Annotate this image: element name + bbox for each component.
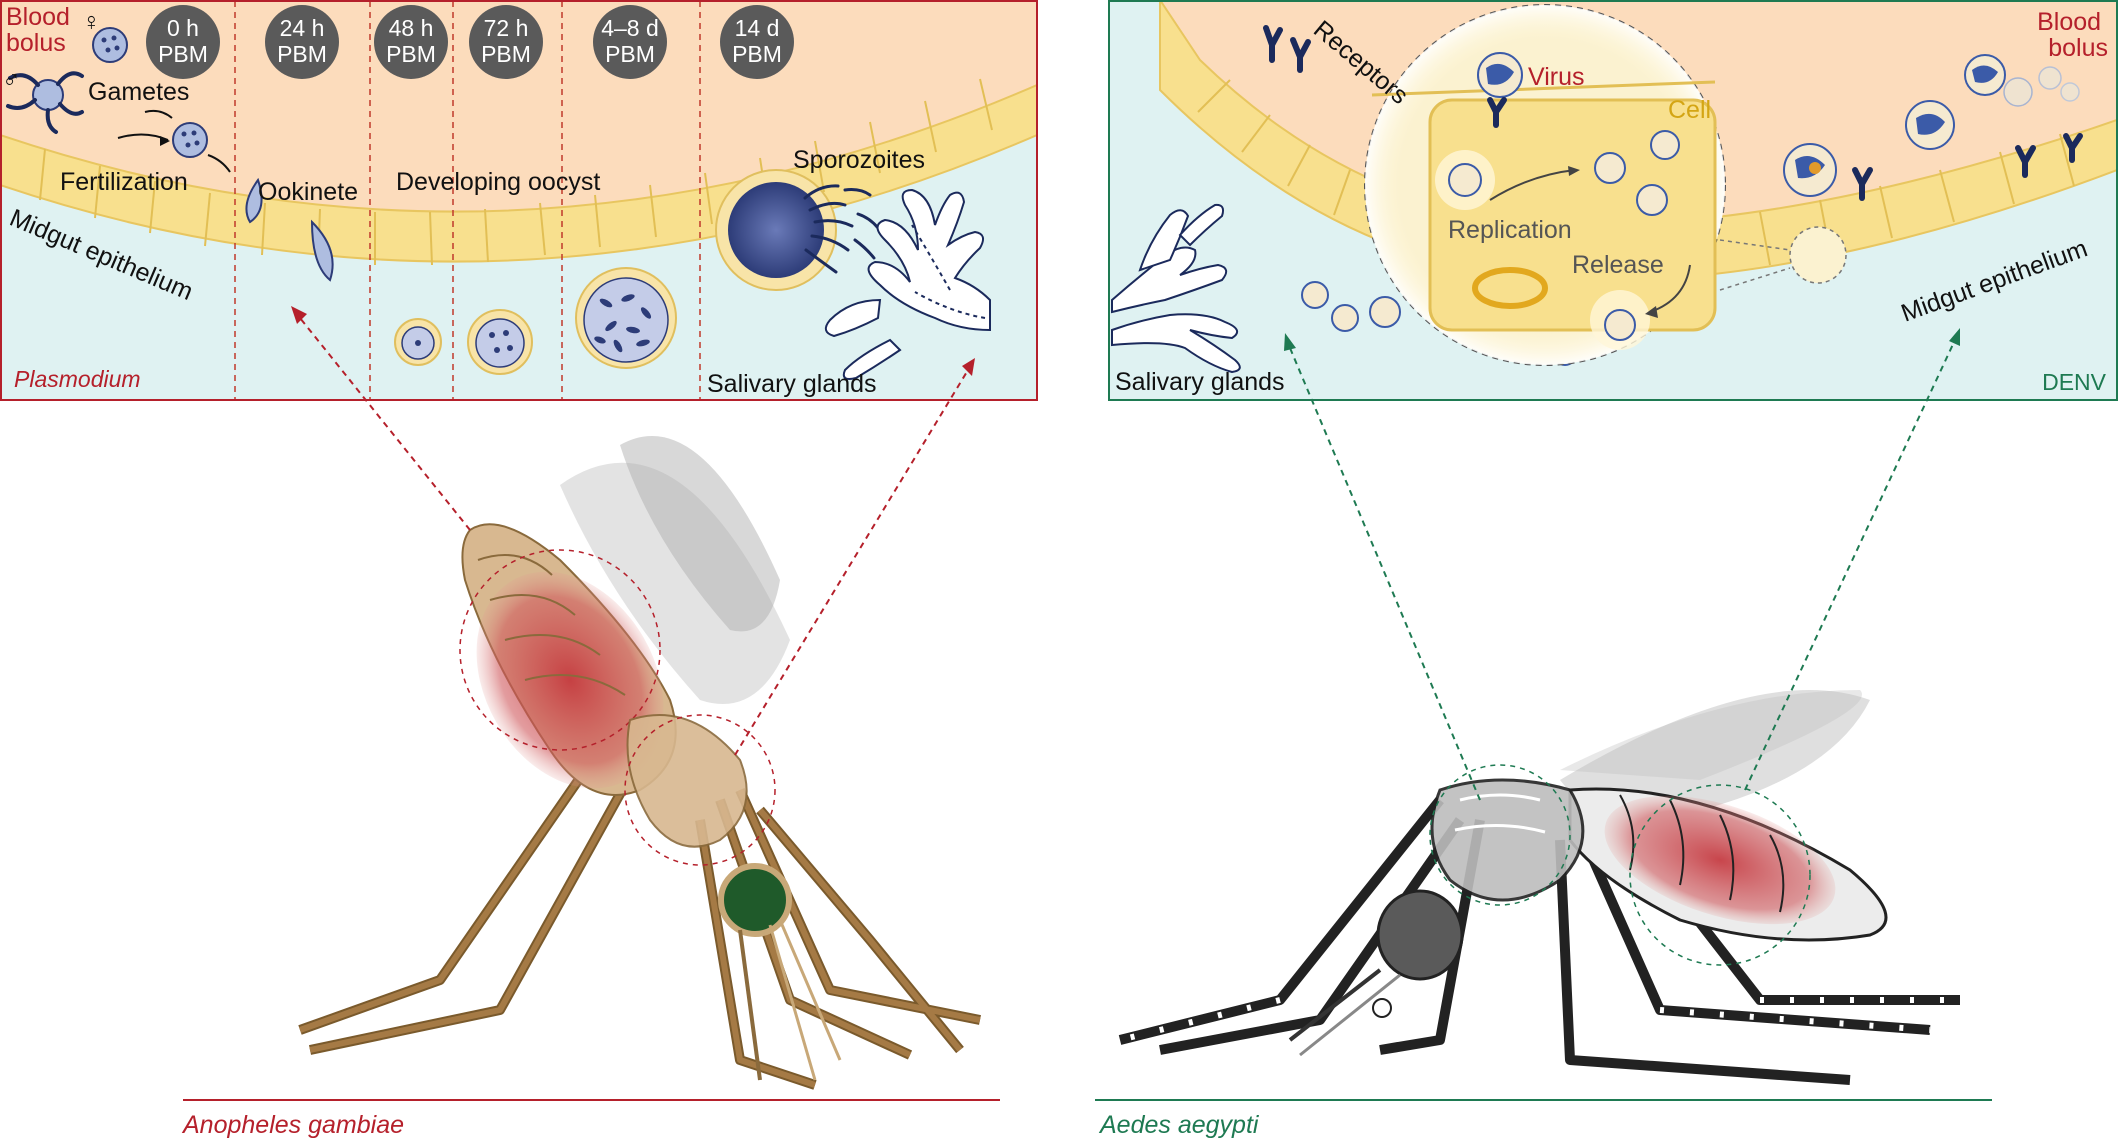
anopheles-species-label: Anopheles gambiae	[181, 1111, 404, 1139]
stage-badge-48h: 48 h PBM	[374, 5, 448, 79]
cell-zoom-circle	[1364, 4, 1726, 366]
svg-text:72 h: 72 h	[484, 15, 529, 41]
anopheles-arrows	[299, 317, 969, 756]
anopheles-mosquito	[298, 436, 981, 1090]
mature-oocyst	[715, 169, 880, 291]
female-gamete	[92, 27, 128, 63]
oocyst-4-8d	[575, 267, 677, 369]
blood-bolus-right-line-2: bolus	[2048, 34, 2108, 62]
aedes-species-label: Aedes aegypti	[1098, 1111, 1260, 1139]
virus-label: Virus	[1528, 63, 1585, 91]
svg-text:14 d: 14 d	[735, 15, 780, 41]
blood-bolus-label-right: Blood bolus	[2037, 8, 2108, 62]
replication-label: Replication	[1448, 216, 1572, 244]
zygote	[172, 122, 208, 158]
plasmodium-label: Plasmodium	[14, 366, 141, 392]
male-gamete	[6, 71, 84, 134]
stage-badges: 0 h PBM 24 h PBM 48 h PBM 72 h PBM 4–8 d	[146, 5, 794, 79]
plasmodium-panel-frame	[0, 0, 1038, 401]
sporozoites-label: Sporozoites	[793, 146, 925, 174]
male-symbol: ♂	[2, 66, 21, 94]
salivary-glands-label-left: Salivary glands	[707, 370, 877, 398]
blood-bolus-line-2: bolus	[6, 29, 66, 57]
aedes-mosquito	[1118, 690, 1960, 1085]
denv-panel-frame	[1108, 0, 2118, 401]
svg-text:PBM: PBM	[158, 41, 208, 67]
svg-text:PBM: PBM	[386, 41, 436, 67]
stage-badge-14d: 14 d PBM	[720, 5, 794, 79]
zoom-origin-circle	[1789, 226, 1847, 284]
stage-badge-72h: 72 h PBM	[469, 5, 543, 79]
release-label: Release	[1572, 251, 1664, 279]
virions-hemolymph	[1301, 281, 1577, 366]
blood-bolus-line-1: Blood	[6, 3, 70, 31]
svg-text:4–8 d: 4–8 d	[601, 15, 659, 41]
svg-text:PBM: PBM	[732, 41, 782, 67]
cell-label: Cell	[1668, 96, 1711, 124]
stage-badge-0h: 0 h PBM	[146, 5, 220, 79]
stage-badge-24h: 24 h PBM	[265, 5, 339, 79]
virions-blood	[1783, 54, 2080, 197]
salivary-gland-right	[1111, 203, 1241, 374]
denv-label: DENV	[2042, 369, 2107, 395]
salivary-glands-label-right: Salivary glands	[1115, 368, 1285, 396]
svg-text:24 h: 24 h	[280, 15, 325, 41]
gametes-label: Gametes	[88, 78, 189, 106]
aedes-arrows	[1289, 339, 1956, 801]
svg-text:PBM: PBM	[277, 41, 327, 67]
blood-bolus-right-line-1: Blood	[2037, 8, 2101, 36]
blood-bolus-label-left: Blood bolus	[6, 3, 77, 57]
salivary-gland-left	[824, 188, 991, 380]
ookinete-label: Ookinete	[258, 178, 358, 206]
denv-panel: Receptors Virus Cell Replication Release…	[1109, 1, 2117, 400]
plasmodium-panel: 0 h PBM 24 h PBM 48 h PBM 72 h PBM 4–8 d	[1, 1, 1037, 400]
oocyst-48h	[394, 318, 442, 366]
svg-text:48 h: 48 h	[389, 15, 434, 41]
oocyst-72h	[467, 309, 533, 375]
stage-badge-4-8d: 4–8 d PBM	[593, 5, 667, 79]
fertilization-label: Fertilization	[60, 168, 188, 196]
developing-oocyst-label: Developing oocyst	[396, 168, 600, 196]
svg-text:PBM: PBM	[481, 41, 531, 67]
svg-text:0 h: 0 h	[167, 15, 199, 41]
svg-text:PBM: PBM	[605, 41, 655, 67]
female-symbol: ♀	[82, 8, 101, 36]
ookinete	[245, 177, 334, 282]
